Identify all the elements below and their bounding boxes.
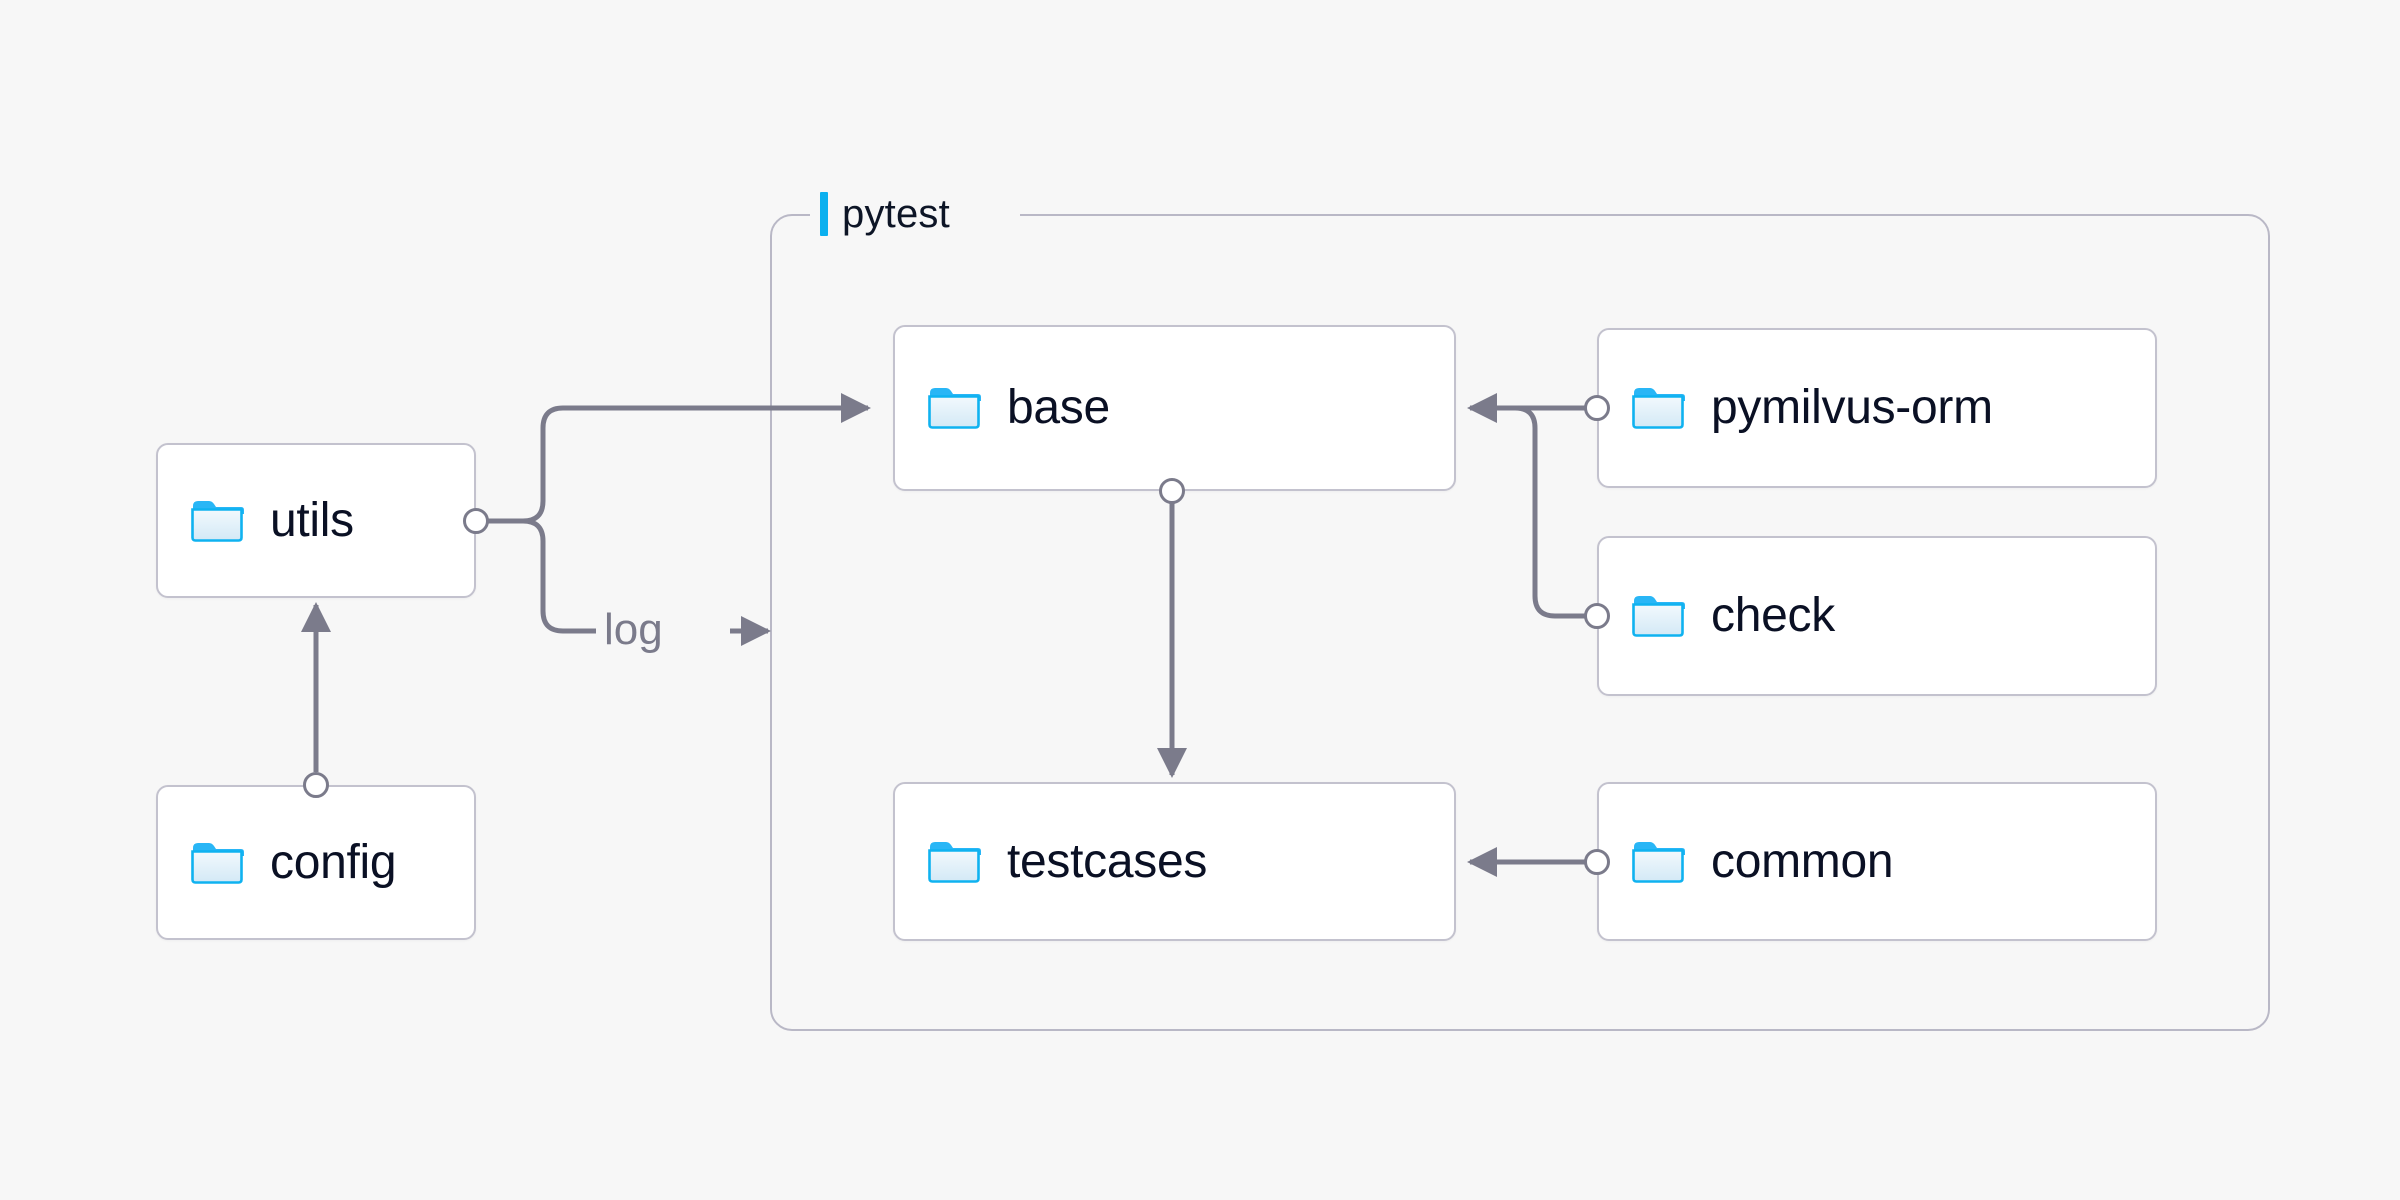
node-check-content: check (1599, 592, 1835, 640)
node-label-common: common (1711, 834, 1894, 888)
edge-label-log: log (604, 605, 663, 654)
node-label-base: base (1007, 381, 1110, 434)
node-config-content: config (158, 835, 397, 889)
node-label-pymilvus-orm: pymilvus-orm (1711, 381, 1993, 434)
node-common-content: common (1599, 834, 1894, 888)
edge-utils-to-pytest-log (488, 518, 771, 646)
node-base-content: base (895, 384, 1110, 432)
node-utils-content: utils (158, 493, 354, 547)
port-common-left[interactable] (1584, 849, 1610, 875)
group-title-label: pytest (842, 192, 950, 236)
port-base-bottom[interactable] (1159, 478, 1185, 504)
node-utils[interactable]: utils (156, 443, 476, 598)
group-container-pytest[interactable] (770, 214, 2270, 1031)
group-title-pytest: pytest (820, 192, 950, 236)
edge-check-to-base (1470, 405, 1585, 619)
group-accent-bar (820, 192, 828, 236)
node-common[interactable]: common (1597, 782, 2157, 941)
group-title-mask (810, 208, 1020, 218)
folder-icon (1632, 841, 1685, 883)
node-label-testcases: testcases (1007, 834, 1208, 888)
folder-icon (1632, 596, 1685, 637)
node-label-check: check (1711, 589, 1835, 642)
node-check[interactable]: check (1597, 536, 2157, 696)
node-pymilvus-orm[interactable]: pymilvus-orm (1597, 328, 2157, 488)
node-base[interactable]: base (893, 325, 1456, 491)
edge-utils-to-base (488, 393, 871, 524)
port-check-left[interactable] (1584, 603, 1610, 629)
node-testcases-content: testcases (895, 834, 1208, 888)
folder-icon (1632, 388, 1685, 429)
node-config[interactable]: config (156, 785, 476, 940)
folder-icon (928, 841, 981, 883)
node-label-utils: utils (270, 493, 354, 547)
folder-icon (191, 842, 244, 884)
port-config-top[interactable] (303, 772, 329, 798)
folder-icon (191, 500, 244, 542)
node-pymilvus-orm-content: pymilvus-orm (1599, 384, 1993, 432)
node-testcases[interactable]: testcases (893, 782, 1456, 941)
folder-icon (928, 388, 981, 429)
port-pymilvus-orm-left[interactable] (1584, 395, 1610, 421)
port-utils-right[interactable] (463, 508, 489, 534)
node-label-config: config (270, 835, 397, 889)
